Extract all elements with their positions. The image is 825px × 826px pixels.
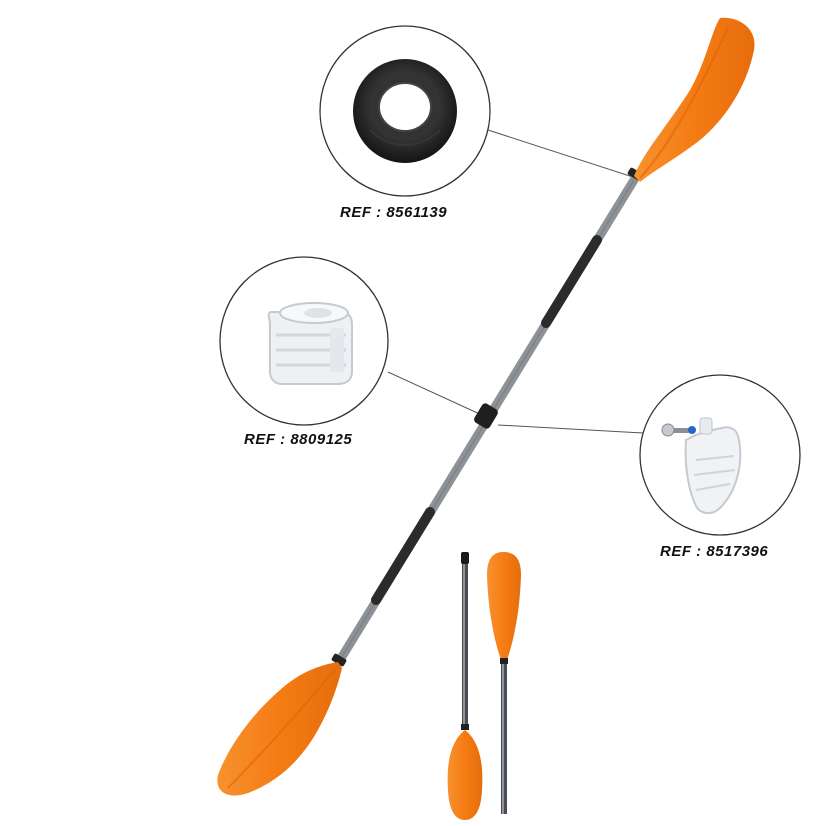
- bottom-blade: [217, 662, 342, 796]
- rubber-ring-icon: [353, 59, 457, 163]
- rubber-ring-callout: [319, 25, 491, 197]
- connector-line-top: [487, 129, 637, 179]
- shaft-joint: [474, 403, 498, 429]
- ref-label-shaft-clip: REF : 8809125: [244, 431, 353, 448]
- shaft-clip-callout: [219, 256, 389, 426]
- ref-label-push-button: REF : 8517396: [660, 543, 769, 560]
- push-button-icon: [661, 417, 742, 514]
- main-paddle: [331, 167, 643, 667]
- ref-label-rubber-ring: REF : 8561139: [340, 204, 448, 221]
- push-button-callout: [639, 374, 801, 536]
- split-paddle-shaft-half: [447, 552, 483, 820]
- split-paddle-blade-half: [487, 552, 521, 814]
- connector-line-right: [497, 424, 644, 434]
- top-blade: [634, 17, 755, 182]
- shaft-clip-icon: [267, 302, 353, 385]
- connector-line-mid: [387, 371, 485, 417]
